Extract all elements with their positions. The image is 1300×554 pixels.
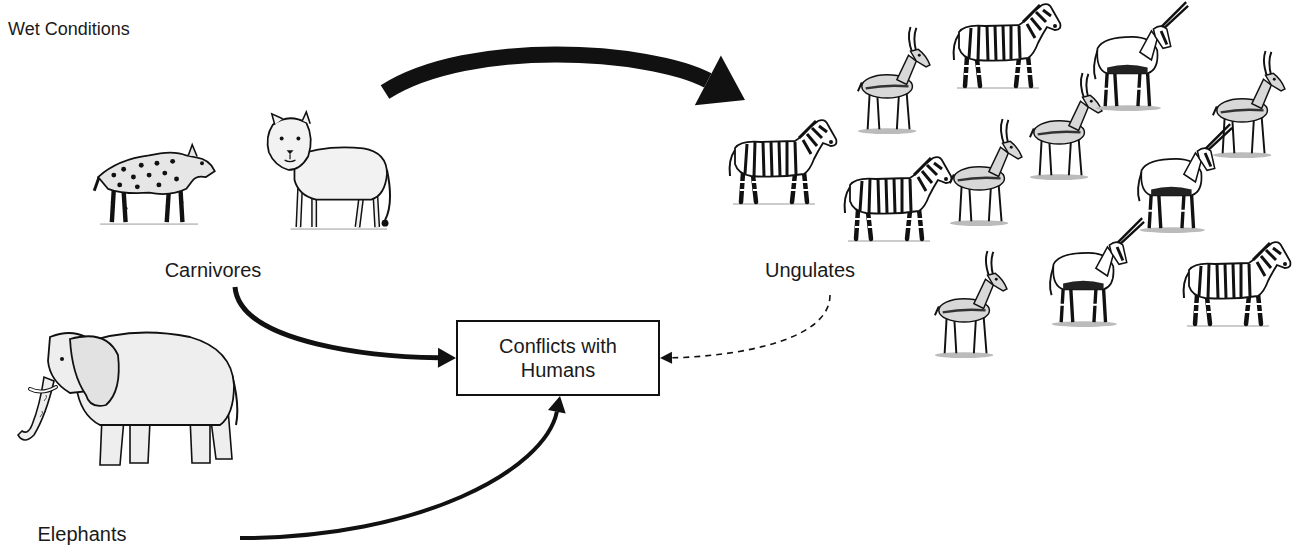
gazelle-drawing (858, 27, 930, 134)
connector-arrow (660, 295, 830, 364)
arrow-head (660, 352, 672, 364)
connector-line (235, 287, 438, 358)
group-label: Elephants (38, 522, 127, 546)
group-label: Ungulates (765, 258, 855, 282)
hyena-drawing (94, 145, 215, 224)
gazelle-drawing (1213, 51, 1285, 158)
connector-arrow (240, 396, 566, 538)
zebra-drawing (954, 4, 1061, 88)
arrow-head (438, 348, 456, 368)
connector-line (672, 295, 830, 358)
box-text-stack: Conflicts with Humans (468, 334, 648, 382)
zebra-drawing (845, 157, 952, 241)
gazelle-drawing (950, 119, 1022, 226)
lion-drawing (268, 112, 390, 229)
connector-line (385, 55, 708, 92)
oryx-drawing (1138, 124, 1232, 233)
conflicts-box: Conflicts with Humans (456, 320, 660, 396)
carnivores-group: Carnivores (85, 75, 385, 287)
arrow-head (548, 396, 566, 414)
connector-arrow (235, 287, 456, 368)
connector-arrow (385, 55, 745, 106)
oryx-drawing (1050, 218, 1144, 327)
oryx-drawing (1094, 2, 1188, 111)
box-label: Conflicts with Humans (468, 334, 648, 382)
ungulates-group: Ungulates (745, 60, 1290, 295)
elephants-group: Elephants (10, 322, 240, 548)
zebra-drawing (1184, 242, 1291, 326)
zebra-drawing (730, 120, 837, 204)
connector-line (240, 412, 557, 538)
arrow-head (695, 56, 745, 106)
gazelle-drawing (1030, 73, 1102, 180)
elephant-drawing (18, 333, 237, 466)
gazelle-drawing (935, 251, 1007, 358)
diagram-title: Wet Conditions (8, 18, 130, 40)
group-label: Carnivores (165, 258, 262, 282)
